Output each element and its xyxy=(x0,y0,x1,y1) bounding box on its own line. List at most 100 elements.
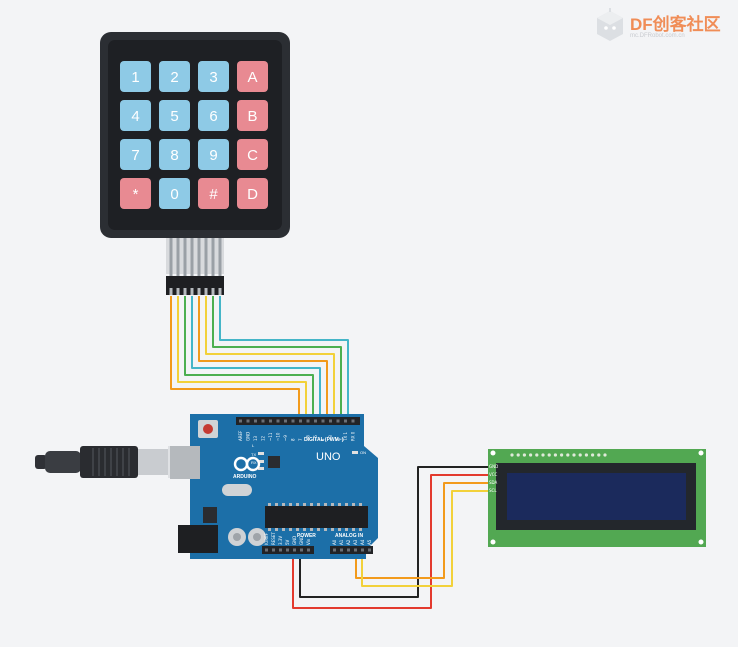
pin-label: Vin xyxy=(306,538,311,545)
keypad-key-face xyxy=(120,61,151,92)
digital-header xyxy=(236,417,360,425)
led-l-label: L xyxy=(252,443,255,448)
keypad-key[interactable]: # xyxy=(198,178,229,209)
pin-label: 4 xyxy=(321,438,326,441)
keypad-key-face xyxy=(237,139,268,170)
keypad-key-face xyxy=(159,61,190,92)
keypad-key-label: A xyxy=(247,69,257,86)
pin-label: A1 xyxy=(339,539,344,545)
tx-label: TX xyxy=(251,452,256,457)
keypad-key[interactable]: B xyxy=(237,100,268,131)
pin-label: 12 xyxy=(261,435,266,441)
keypad-key[interactable]: 4 xyxy=(120,100,151,131)
arduino-infinity-logo-icon xyxy=(233,456,261,472)
keypad-key-label: 5 xyxy=(170,108,178,125)
keypad-key-label: 1 xyxy=(131,69,139,86)
dfrobot-cube-logo-icon xyxy=(597,8,623,41)
dfrobot-watermark: DF创客社区 mc.DFRobot.com.cn xyxy=(592,6,732,46)
wire-sda xyxy=(355,482,490,579)
lcd-pin-label: SCL xyxy=(489,488,497,493)
pin-label: 13 xyxy=(253,435,258,441)
pin-label: IOREF xyxy=(264,532,269,545)
keypad-key-face xyxy=(198,139,229,170)
pin-label: 2 xyxy=(336,438,341,441)
pin-label: 7 xyxy=(298,438,303,441)
pin-label: RESET xyxy=(271,532,276,545)
keypad-key-label: 8 xyxy=(170,147,178,164)
rx-label: RX xyxy=(251,460,257,465)
pin-label: ~9 xyxy=(283,435,288,441)
wire-scl xyxy=(361,490,490,587)
pin-label: ~5 xyxy=(313,435,318,441)
analog-header-label: ANALOG IN xyxy=(335,533,363,539)
keypad-keys: 1 2 3 A 4 5 6 B 7 8 9 C * 0 # D xyxy=(120,61,268,209)
keypad-wire-3 xyxy=(184,296,314,420)
keypad-key-label: B xyxy=(247,108,257,125)
keypad-key-label: # xyxy=(209,186,218,203)
keypad-key[interactable]: 1 xyxy=(120,61,151,92)
lcd-pin-label: SDA xyxy=(489,480,498,485)
pin-label: 5V xyxy=(285,539,290,545)
pin-label: A0 xyxy=(332,539,337,545)
watermark-subtitle: mc.DFRobot.com.cn xyxy=(630,33,685,39)
keypad: 1 2 3 A 4 5 6 B 7 8 9 C * 0 # D xyxy=(100,32,290,295)
watermark-brand: DF创客社区 xyxy=(630,15,721,34)
keypad-key-label: 3 xyxy=(209,69,217,86)
keypad-key-face xyxy=(120,139,151,170)
keypad-key[interactable]: 7 xyxy=(120,139,151,170)
pin-label: AREF xyxy=(238,430,243,441)
keypad-key[interactable]: 0 xyxy=(159,178,190,209)
keypad-key-label: 2 xyxy=(170,69,178,86)
pin-label: RX 0 xyxy=(351,431,356,441)
keypad-key[interactable]: 5 xyxy=(159,100,190,131)
keypad-wire-5 xyxy=(198,296,328,420)
usb-jack xyxy=(170,446,200,479)
keypad-wire-6 xyxy=(205,296,335,420)
pin-label: A5 xyxy=(367,539,372,545)
keypad-key[interactable]: 8 xyxy=(159,139,190,170)
keypad-key-label: 7 xyxy=(131,147,139,164)
power-jack xyxy=(178,525,218,553)
power-header-label: POWER xyxy=(297,533,316,539)
keypad-key-label: C xyxy=(247,147,258,164)
pin-label: ~10 xyxy=(276,432,281,441)
pin-label: A4 xyxy=(360,539,365,545)
keypad-key-face xyxy=(159,100,190,131)
lcd-pin-label: VCC xyxy=(489,472,498,477)
keypad-wire-4 xyxy=(191,296,321,420)
arduino-brand: ARDUINO xyxy=(233,474,256,480)
on-label: ON xyxy=(360,450,366,455)
keypad-key-face xyxy=(120,178,151,209)
keypad-key-face xyxy=(198,100,229,131)
keypad-wire-7 xyxy=(212,296,342,420)
pin-label: A2 xyxy=(346,539,351,545)
keypad-key[interactable]: 2 xyxy=(159,61,190,92)
keypad-wires xyxy=(170,296,349,420)
keypad-key-label: D xyxy=(247,186,258,203)
keypad-key-face xyxy=(237,61,268,92)
keypad-wire-8 xyxy=(219,296,349,420)
keypad-key[interactable]: C xyxy=(237,139,268,170)
keypad-key-face xyxy=(237,100,268,131)
wire-5v xyxy=(292,474,490,609)
keypad-key[interactable]: D xyxy=(237,178,268,209)
pin-label: GND xyxy=(299,536,304,545)
keypad-key-face xyxy=(159,139,190,170)
analog-header xyxy=(330,546,373,554)
keypad-key[interactable]: 3 xyxy=(198,61,229,92)
keypad-key[interactable]: 9 xyxy=(198,139,229,170)
crystal xyxy=(222,484,252,496)
keypad-key[interactable]: A xyxy=(237,61,268,92)
keypad-key-label: 0 xyxy=(170,186,178,203)
pin-label: ~11 xyxy=(268,432,273,441)
wire-gnd xyxy=(299,466,490,598)
keypad-key-label: 6 xyxy=(209,108,217,125)
keypad-key[interactable]: 6 xyxy=(198,100,229,131)
keypad-key-label: 9 xyxy=(209,147,217,164)
keypad-key[interactable]: * xyxy=(120,178,151,209)
regulator xyxy=(203,507,217,523)
keypad-wire-1 xyxy=(170,296,300,420)
